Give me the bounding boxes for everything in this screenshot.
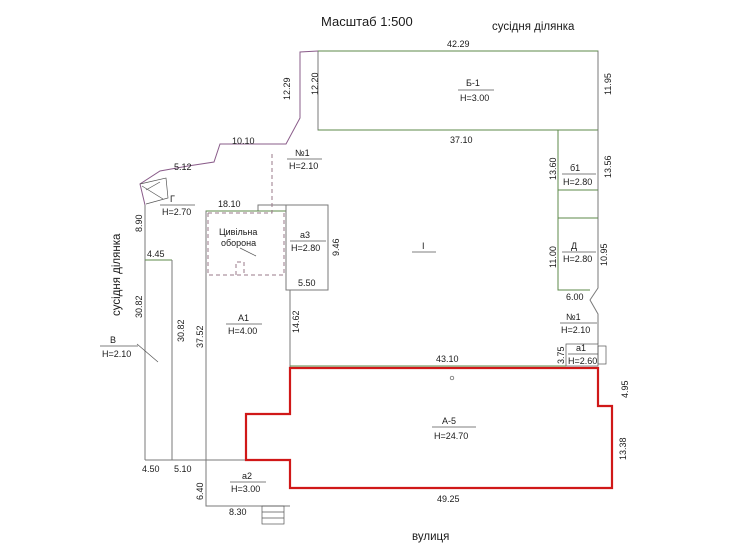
room-d-height: Н=2.80 xyxy=(563,254,592,264)
room-g-name: Г xyxy=(170,194,175,204)
dim-890: 8.90 xyxy=(134,214,144,232)
dim-1360: 13.60 xyxy=(548,157,558,180)
room-n1-top-height: Н=2.10 xyxy=(289,161,318,171)
dim-445: 4.45 xyxy=(147,249,165,259)
room-v-name: В xyxy=(110,335,116,345)
street-label: вулиця xyxy=(412,531,449,543)
room-a1-name: А1 xyxy=(238,313,249,323)
line-g-diag2 xyxy=(145,181,161,191)
dash-civil-c xyxy=(235,261,245,275)
room-a3-name: а3 xyxy=(300,230,310,240)
room-n1-right-name: №1 xyxy=(566,312,581,322)
room-b6-height: Н=2.80 xyxy=(563,177,592,187)
room-a2-height: Н=3.00 xyxy=(231,484,260,494)
room-b6-name: б1 xyxy=(570,163,580,173)
dim-4310: 43.10 xyxy=(436,354,459,364)
dim-top: 42.29 xyxy=(447,39,470,49)
dim-510: 5.10 xyxy=(174,464,192,474)
building-outlines xyxy=(136,50,607,525)
dim-640: 6.40 xyxy=(195,482,205,500)
room-a1-height: Н=4.00 xyxy=(228,326,257,336)
dash-civil-b xyxy=(207,213,285,276)
room-n1-right-height: Н=2.10 xyxy=(561,325,590,335)
civil-line1: Цивільна xyxy=(219,227,257,237)
line-g-diag xyxy=(141,185,164,200)
dim-diag: 12.29 xyxy=(282,77,292,100)
outline-b1 xyxy=(317,50,599,131)
dim-1095: 10.95 xyxy=(599,243,609,266)
yard-label: І xyxy=(422,241,425,251)
edge-b6-d-left xyxy=(557,130,590,291)
scale-label: Масштаб 1:500 xyxy=(321,14,413,29)
room-labels: Б-1 Н=3.00 б1 Н=2.80 Д Н=2.80 №1 Н=2.10 … xyxy=(100,78,598,494)
room-b1-height: Н=3.00 xyxy=(460,93,489,103)
room-v-height: Н=2.10 xyxy=(102,349,131,359)
outline-a3 xyxy=(285,204,329,291)
dim-1810: 18.10 xyxy=(218,199,241,209)
dim-b1-bottom: 37.10 xyxy=(450,135,473,145)
room-a1-small-height: Н=2.60 xyxy=(568,356,597,366)
dim-495: 4.95 xyxy=(620,380,630,398)
room-b1-name: Б-1 xyxy=(466,78,480,88)
dim-1356: 13.56 xyxy=(603,155,613,178)
dim-1338: 13.38 xyxy=(618,437,628,460)
edge-right xyxy=(589,130,599,344)
dash-civil-a xyxy=(208,152,273,214)
dim-600: 6.00 xyxy=(566,292,584,302)
dimension-labels: 42.29 12.20 11.95 37.10 12.29 10.10 5.12… xyxy=(134,39,630,517)
dim-4925: 49.25 xyxy=(437,494,460,504)
dim-375: 3.75 xyxy=(556,346,566,364)
outline-a5 xyxy=(244,366,614,490)
room-a1-small-name: а1 xyxy=(576,343,586,353)
dim-3082b: 30.82 xyxy=(176,319,186,342)
dim-512: 5.12 xyxy=(174,162,192,172)
outline-g xyxy=(139,177,169,205)
room-a5-height: Н=24.70 xyxy=(434,431,468,441)
dim-450: 4.50 xyxy=(142,464,160,474)
room-g-height: Н=2.70 xyxy=(162,207,191,217)
dim-946: 9.46 xyxy=(331,238,341,256)
dim-1462: 14.62 xyxy=(291,310,301,333)
room-n1-top-name: №1 xyxy=(295,148,310,158)
room-a5-name: А-5 xyxy=(442,416,456,426)
room-a3-height: Н=2.80 xyxy=(291,243,320,253)
edge-diagonal xyxy=(270,50,319,145)
dim-b1-left: 12.20 xyxy=(310,72,320,95)
dim-b1-right: 11.95 xyxy=(603,73,613,95)
dim-3752: 37.52 xyxy=(195,325,205,348)
dim-1100: 11.00 xyxy=(548,246,558,268)
neighbor-left-label: сусідня ділянка xyxy=(111,233,123,316)
stair-a1 xyxy=(597,345,607,365)
leader-v xyxy=(136,343,159,363)
outline-a2 xyxy=(205,460,290,507)
mark-point xyxy=(449,375,455,381)
dim-3082a: 30.82 xyxy=(134,295,144,318)
dim-550: 5.50 xyxy=(298,278,316,288)
room-a2-name: а2 xyxy=(242,471,252,481)
civil-line2: оборона xyxy=(221,238,256,248)
edge-upper-left xyxy=(139,143,270,206)
room-d-name: Д xyxy=(571,241,577,251)
leader-civil xyxy=(239,247,257,257)
neighbor-top-label: сусідня ділянка xyxy=(492,21,575,33)
dim-1010: 10.10 xyxy=(232,136,255,146)
stair-a2 xyxy=(261,505,285,525)
dim-830: 8.30 xyxy=(229,507,247,517)
